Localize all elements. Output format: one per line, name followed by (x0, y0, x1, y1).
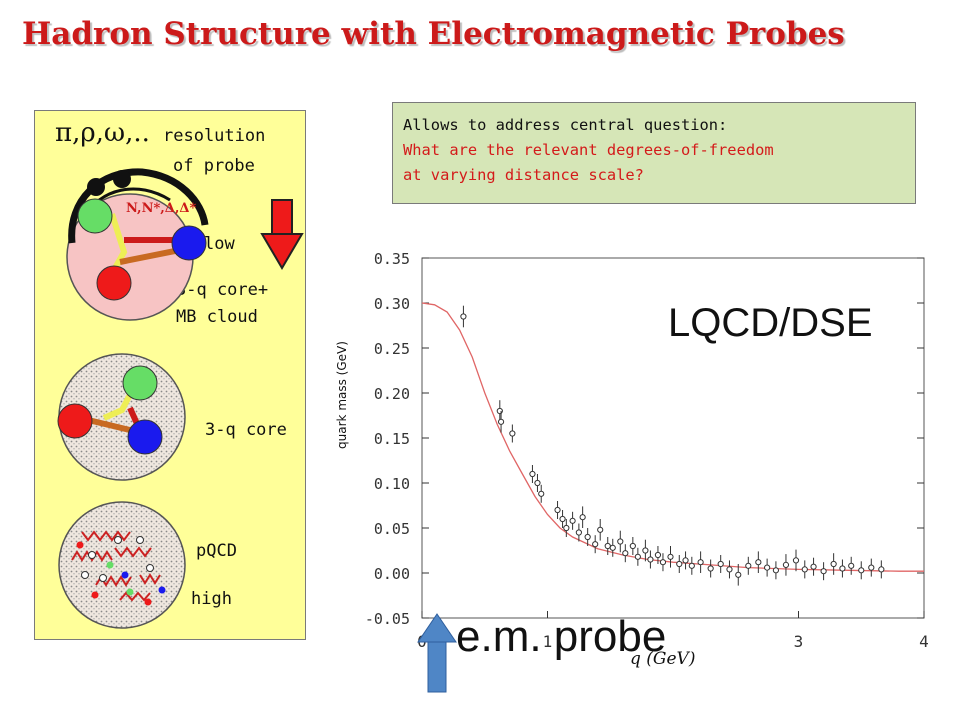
quark-green (77, 198, 113, 234)
data-point (563, 524, 570, 532)
data-point (682, 557, 689, 564)
cloud-quark-dot (87, 178, 105, 196)
data-point (735, 571, 742, 578)
data-point (820, 568, 827, 575)
core-label: 3-q core (205, 420, 287, 440)
data-point (579, 514, 586, 521)
data-point (559, 515, 566, 523)
data-point (617, 538, 624, 545)
hadron-mb-cloud (66, 168, 209, 321)
data-point (792, 557, 800, 564)
data-point (538, 490, 545, 497)
core-mb-label-1: 3-q core+ (176, 280, 269, 300)
cloud-antiquark-dot (113, 170, 131, 188)
y-tick-label: 0.10 (374, 475, 410, 493)
quark-mass-chart: -0.050.000.050.100.150.200.250.300.35 01… (335, 250, 929, 669)
data-point (642, 547, 649, 554)
quark-red (57, 403, 93, 439)
core-mb-label-2: MB cloud (176, 307, 258, 327)
page-title: Hadron Structure with Electromagnetic Pr… (22, 16, 845, 52)
data-point (604, 542, 611, 550)
data-point (509, 430, 516, 437)
hadron-3q-core (57, 353, 186, 481)
low-label: low (204, 234, 235, 254)
y-tick-label: 0.00 (374, 565, 410, 583)
quark-green (122, 365, 158, 401)
y-tick-label: 0.35 (374, 250, 410, 268)
data-point (830, 560, 837, 568)
data-point (634, 553, 641, 560)
data-point (622, 550, 629, 557)
data-point (707, 565, 714, 572)
data-point (496, 407, 503, 415)
data-point (497, 418, 505, 425)
y-axis-label: quark mass (GeV) (335, 341, 349, 449)
data-point (755, 559, 762, 566)
callout-line-2: What are the relevant degrees-of-freedom (403, 141, 774, 159)
data-point (460, 313, 467, 320)
callout-line-3: at varying distance scale? (403, 166, 644, 184)
resolution-arrow (260, 199, 304, 270)
probe-arrow (417, 613, 457, 693)
data-point (534, 479, 541, 487)
data-point (575, 529, 582, 536)
data-point (801, 566, 808, 573)
x-axis-label: q (GeV) (630, 649, 695, 669)
callout-line-1: Allows to address central question: (403, 116, 728, 134)
data-point (676, 560, 683, 568)
quark-red (96, 265, 132, 301)
data-point (697, 559, 704, 566)
x-tick-label: 1 (543, 632, 553, 651)
data-point (858, 567, 865, 574)
of-probe-label: of probe (173, 156, 255, 176)
resolution-label: resolution (163, 126, 266, 146)
quark-blue (127, 419, 163, 455)
data-point (782, 561, 790, 569)
hadron-pqcd (58, 501, 186, 629)
data-point (848, 562, 855, 569)
data-point (878, 566, 885, 573)
data-point (688, 562, 695, 569)
meson-label: π,ρ,ω,.. (55, 118, 150, 148)
meson-cloud-arc (68, 168, 209, 244)
x-tick-label: 4 (919, 632, 929, 651)
data-point (592, 541, 599, 548)
data-point (868, 564, 875, 571)
data-point (764, 564, 771, 571)
data-point (726, 566, 733, 573)
data-point (597, 526, 604, 533)
data-point (554, 506, 561, 514)
y-tick-label: -0.05 (365, 610, 410, 628)
data-point (745, 562, 752, 569)
data-point (810, 563, 817, 570)
data-point (609, 544, 616, 551)
high-label: high (191, 589, 232, 609)
data-point (659, 559, 667, 566)
data-point (667, 553, 674, 560)
y-tick-label: 0.25 (374, 340, 410, 358)
question-callout: Allows to address central question: What… (392, 102, 916, 204)
data-point (647, 556, 654, 563)
data-point (529, 470, 536, 478)
data-point (584, 533, 591, 541)
pqcd-label: pQCD (196, 541, 237, 561)
y-tick-label: 0.20 (374, 385, 410, 403)
nucleon-label: N,N*,Δ,Δ* (126, 201, 196, 216)
data-point (629, 542, 636, 550)
data-point (569, 517, 576, 524)
y-tick-label: 0.30 (374, 295, 410, 313)
data-point (654, 551, 662, 559)
probe-label: e.m. probe (456, 612, 667, 661)
data-point (772, 567, 780, 574)
quark-blue (171, 225, 207, 261)
y-tick-label: 0.15 (374, 430, 410, 448)
data-point (839, 565, 846, 572)
chart-annotation: LQCD/DSE (668, 301, 873, 345)
y-tick-label: 0.05 (374, 520, 410, 538)
x-tick-label: 3 (794, 632, 804, 651)
data-point (717, 560, 724, 568)
